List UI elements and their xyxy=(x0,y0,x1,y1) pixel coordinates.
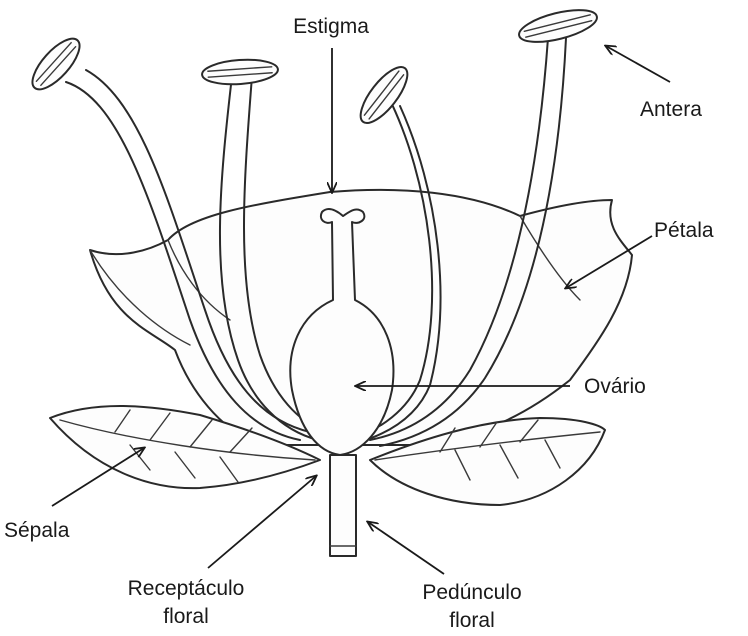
peduncle xyxy=(330,455,356,556)
arrow-receptaculo xyxy=(208,476,316,568)
anther-right xyxy=(516,4,600,49)
label-pedunculo-line2: floral xyxy=(449,608,495,634)
label-receptaculo-line2: floral xyxy=(163,604,209,630)
arrow-antera xyxy=(606,46,670,82)
label-sepala: Sépala xyxy=(4,518,69,544)
label-receptaculo-line1: Receptáculo xyxy=(128,576,245,602)
label-ovario: Ovário xyxy=(584,374,646,400)
arrow-pedunculo xyxy=(368,522,444,574)
anther-center-left xyxy=(201,57,278,86)
label-petala: Pétala xyxy=(654,218,714,244)
label-estigma: Estigma xyxy=(293,14,369,40)
label-pedunculo-line1: Pedúnculo xyxy=(422,580,521,606)
label-antera: Antera xyxy=(640,97,702,123)
